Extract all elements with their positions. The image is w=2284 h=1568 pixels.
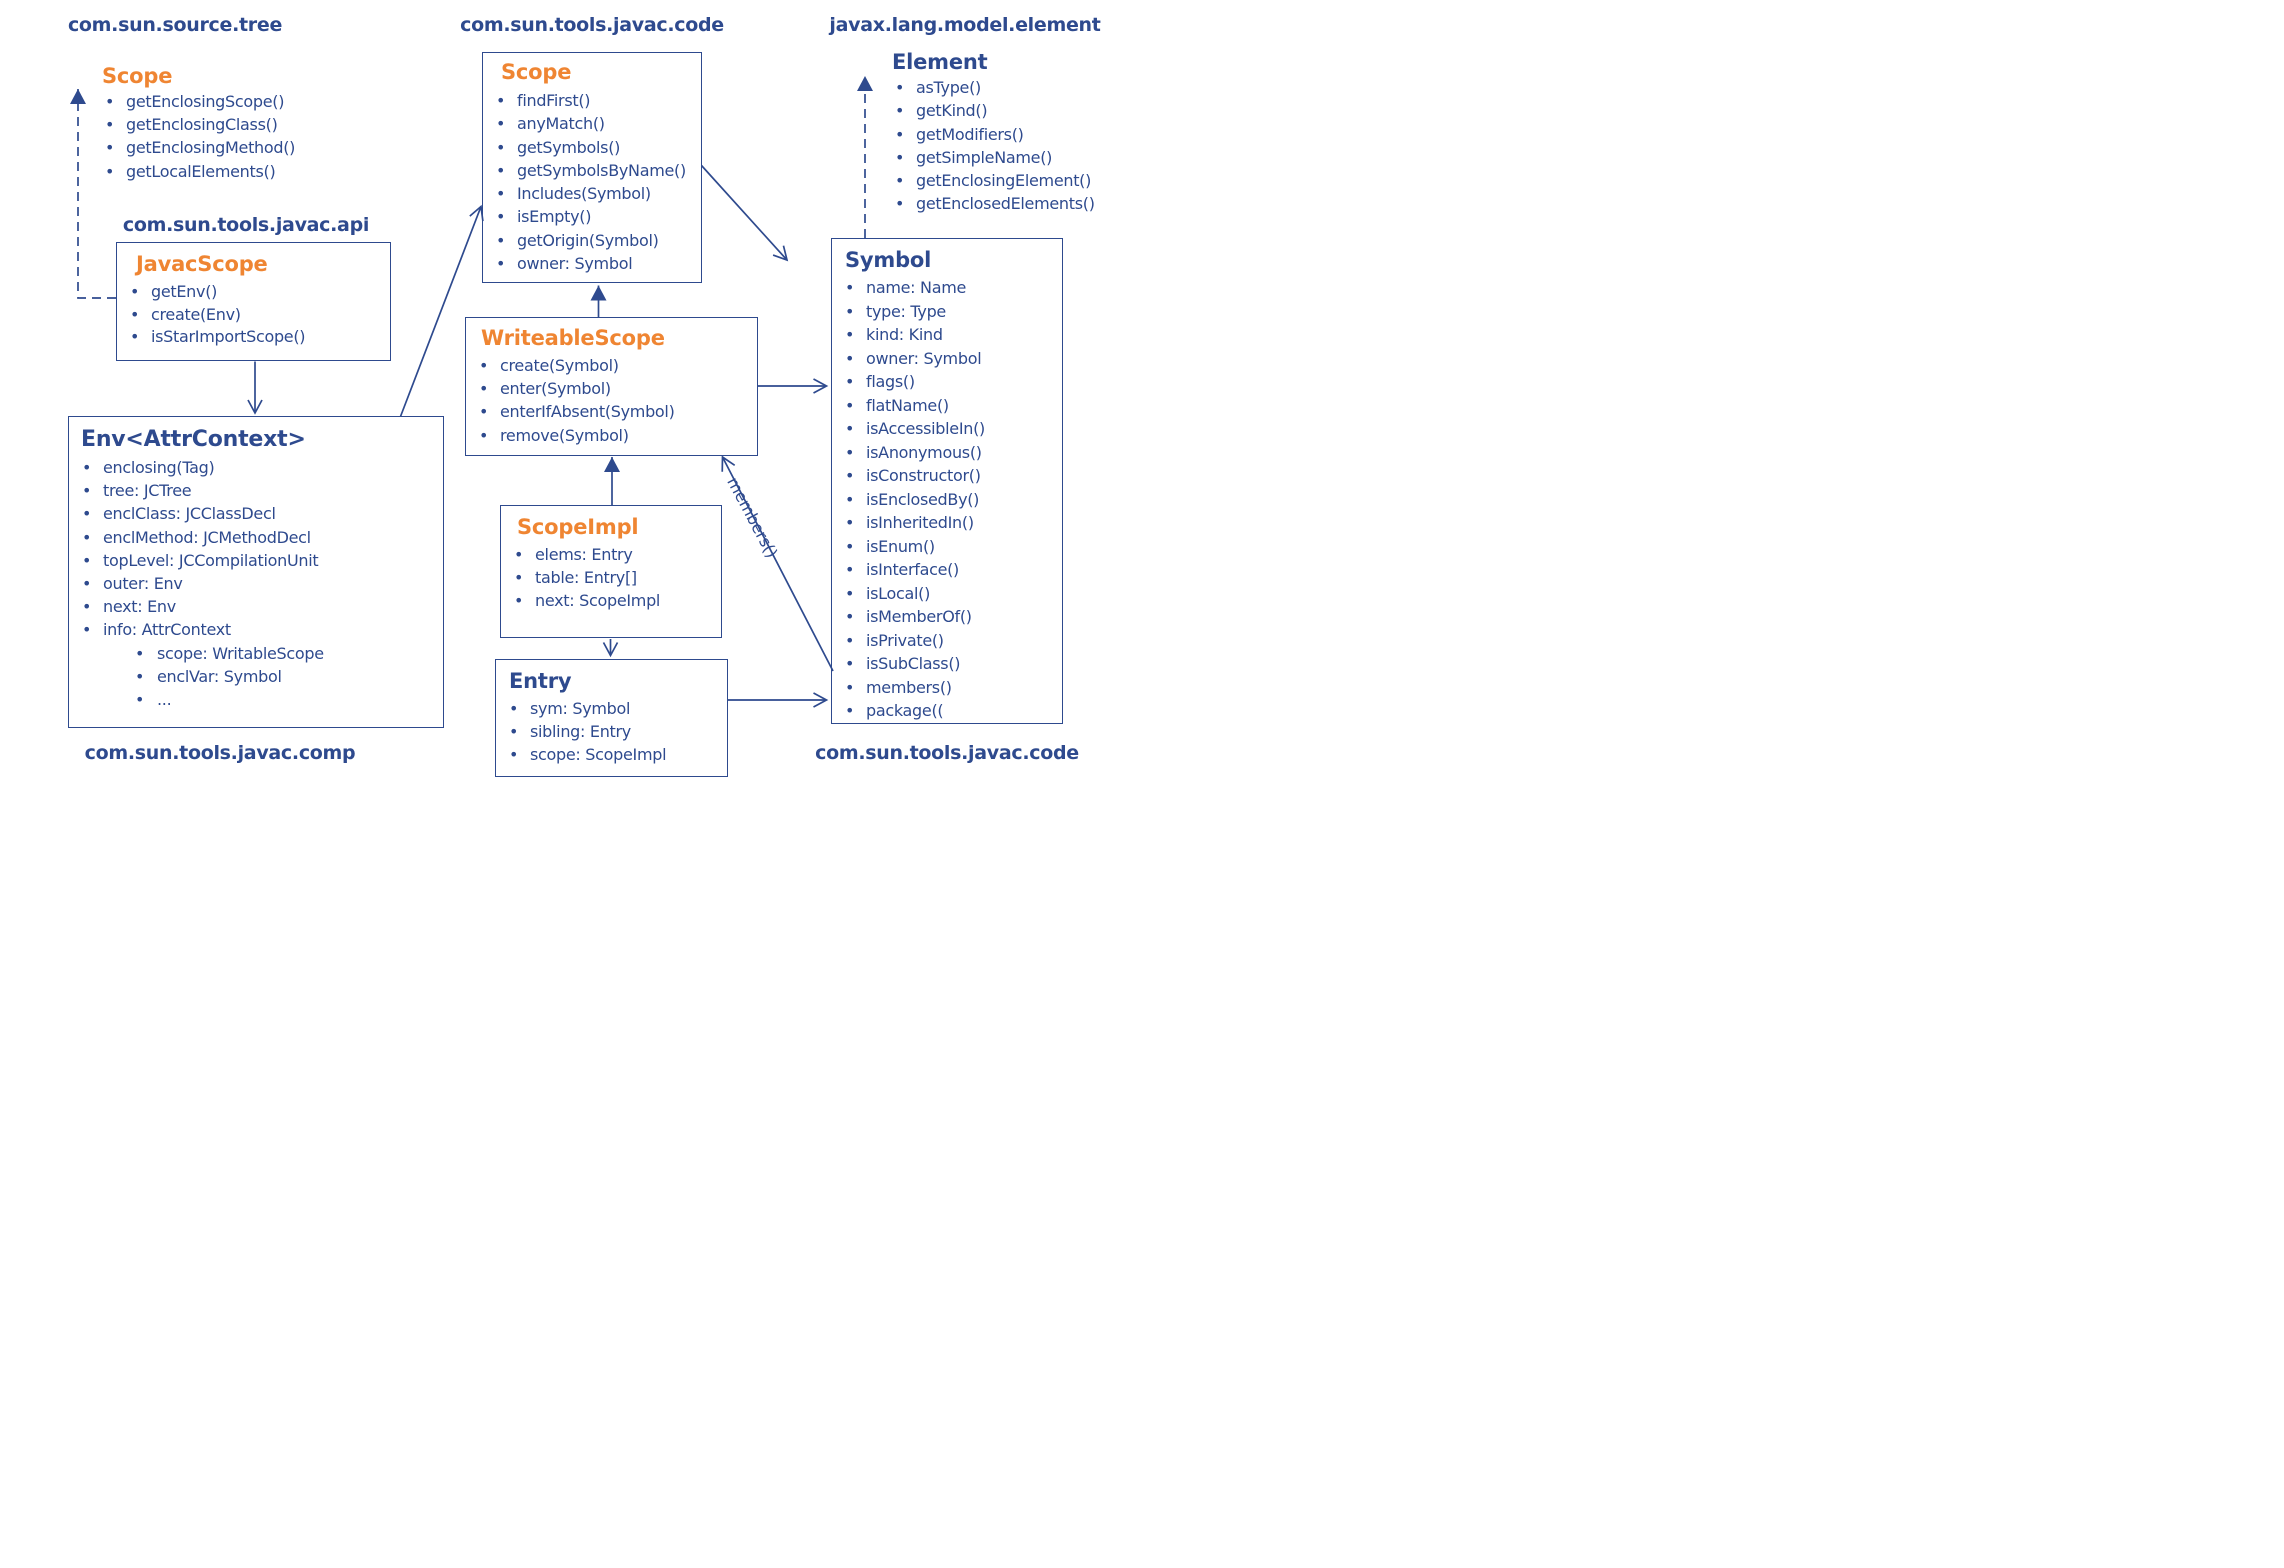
- method-item: getSymbols(): [483, 136, 701, 160]
- method-item: isInheritedIn(): [832, 511, 1062, 535]
- method-item: getOrigin(Symbol): [483, 229, 701, 253]
- method-list: create(Symbol) enter(Symbol) enterIfAbse…: [466, 354, 757, 447]
- class-title: JavacScope: [136, 252, 268, 276]
- field-item: tree: JCTree: [69, 479, 443, 502]
- method-list: getEnclosingScope() getEnclosingClass() …: [102, 90, 295, 183]
- method-item: getEnclosedElements(): [892, 192, 1095, 216]
- method-item: getSimpleName(): [892, 146, 1095, 170]
- method-item: remove(Symbol): [466, 424, 757, 447]
- method-item: isConstructor(): [832, 464, 1062, 488]
- field-item: sym: Symbol: [496, 697, 727, 720]
- class-box-env-attrcontext: Env<AttrContext> enclosing(Tag) tree: JC…: [68, 416, 444, 728]
- method-item: name: Name: [832, 276, 1062, 300]
- arrow-scope-code-to-symbol: [700, 164, 789, 262]
- field-item: table: Entry[]: [501, 566, 721, 589]
- class-box-writeablescope: WriteableScope create(Symbol) enter(Symb…: [465, 317, 758, 456]
- method-item: kind: Kind: [832, 323, 1062, 347]
- package-label-javac-comp: com.sun.tools.javac.comp: [84, 742, 356, 764]
- method-item: getEnv(): [117, 281, 390, 304]
- method-item: isInterface(): [832, 558, 1062, 582]
- field-item: next: Env: [69, 595, 443, 618]
- method-item: getEnclosingElement(): [892, 169, 1095, 193]
- sub-field-item: ...: [69, 688, 443, 711]
- method-list: findFirst() anyMatch() getSymbols() getS…: [483, 89, 701, 276]
- method-item: getEnclosingMethod(): [102, 136, 295, 159]
- method-item: isMemberOf(): [832, 605, 1062, 629]
- field-item: info: AttrContext: [69, 618, 443, 641]
- field-item: elems: Entry: [501, 543, 721, 566]
- edge-label-members: members(): [723, 474, 782, 561]
- method-item: getEnclosingClass(): [102, 113, 295, 136]
- method-item: asType(): [892, 76, 1095, 100]
- field-item: enclMethod: JCMethodDecl: [69, 526, 443, 549]
- method-item: getKind(): [892, 99, 1095, 123]
- method-item: isAccessibleIn(): [832, 417, 1062, 441]
- sub-field-item: enclVar: Symbol: [69, 665, 443, 688]
- field-item: topLevel: JCCompilationUnit: [69, 549, 443, 572]
- method-list: asType() getKind() getModifiers() getSim…: [892, 76, 1095, 216]
- method-item: owner: Symbol: [483, 252, 701, 276]
- method-item: members(): [832, 676, 1062, 700]
- class-title: ScopeImpl: [517, 515, 639, 539]
- class-box-entry: Entry sym: Symbol sibling: Entry scope: …: [495, 659, 728, 777]
- package-label-model-element: javax.lang.model.element: [829, 14, 1101, 36]
- class-element: Element asType() getKind() getModifiers(…: [892, 49, 1095, 216]
- method-list: name: Name type: Type kind: Kind owner: …: [832, 276, 1062, 723]
- method-item: create(Symbol): [466, 354, 757, 377]
- method-item: findFirst(): [483, 89, 701, 113]
- method-item: package((: [832, 699, 1062, 723]
- method-item: isEnclosedBy(): [832, 488, 1062, 512]
- field-item: enclosing(Tag): [69, 456, 443, 479]
- class-box-javacscope: JavacScope getEnv() create(Env) isStarIm…: [116, 242, 391, 361]
- class-title: Entry: [509, 669, 572, 693]
- class-scope-source-tree: Scope getEnclosingScope() getEnclosingCl…: [102, 63, 295, 183]
- method-item: getLocalElements(): [102, 160, 295, 183]
- sub-field-item: scope: WritableScope: [69, 642, 443, 665]
- method-item: create(Env): [117, 304, 390, 327]
- package-label-javac-code-bottom: com.sun.tools.javac.code: [815, 742, 1079, 764]
- class-title: Scope: [102, 64, 173, 88]
- method-item: flatName(): [832, 394, 1062, 418]
- field-list: enclosing(Tag) tree: JCTree enclClass: J…: [69, 456, 443, 642]
- field-item: scope: ScopeImpl: [496, 743, 727, 766]
- field-item: outer: Env: [69, 572, 443, 595]
- field-item: next: ScopeImpl: [501, 589, 721, 612]
- method-item: isEnum(): [832, 535, 1062, 559]
- package-label-source-tree: com.sun.source.tree: [67, 14, 283, 36]
- class-box-scope-code: Scope findFirst() anyMatch() getSymbols(…: [482, 52, 702, 283]
- method-list: getEnv() create(Env) isStarImportScope(): [117, 281, 390, 349]
- package-label-javac-code-top: com.sun.tools.javac.code: [460, 14, 724, 36]
- method-item: isEmpty(): [483, 205, 701, 229]
- class-title: Scope: [501, 60, 572, 84]
- method-item: anyMatch(): [483, 112, 701, 136]
- field-list: sym: Symbol sibling: Entry scope: ScopeI…: [496, 697, 727, 766]
- method-item: getEnclosingScope(): [102, 90, 295, 113]
- method-item: type: Type: [832, 300, 1062, 324]
- method-item: isLocal(): [832, 582, 1062, 606]
- class-title: Element: [892, 50, 988, 74]
- method-item: getModifiers(): [892, 123, 1095, 147]
- method-item: flags(): [832, 370, 1062, 394]
- class-title: Symbol: [845, 248, 932, 272]
- method-item: isAnonymous(): [832, 441, 1062, 465]
- field-list: elems: Entry table: Entry[] next: ScopeI…: [501, 543, 721, 612]
- field-item: sibling: Entry: [496, 720, 727, 743]
- sub-field-list: scope: WritableScope enclVar: Symbol ...: [69, 642, 443, 712]
- method-item: getSymbolsByName(): [483, 159, 701, 183]
- method-item: Includes(Symbol): [483, 182, 701, 206]
- method-item: isStarImportScope(): [117, 326, 390, 349]
- class-title: Env<AttrContext>: [81, 427, 306, 452]
- method-item: owner: Symbol: [832, 347, 1062, 371]
- uml-diagram-canvas: com.sun.source.tree com.sun.tools.javac.…: [0, 0, 1142, 784]
- method-item: isSubClass(): [832, 652, 1062, 676]
- field-item: enclClass: JCClassDecl: [69, 502, 443, 525]
- package-label-javac-api: com.sun.tools.javac.api: [122, 214, 370, 236]
- class-box-scopeimpl: ScopeImpl elems: Entry table: Entry[] ne…: [500, 505, 722, 638]
- class-box-symbol: Symbol name: Name type: Type kind: Kind …: [831, 238, 1063, 724]
- method-item: enterIfAbsent(Symbol): [466, 400, 757, 423]
- method-item: enter(Symbol): [466, 377, 757, 400]
- method-item: isPrivate(): [832, 629, 1062, 653]
- class-title: WriteableScope: [481, 326, 665, 350]
